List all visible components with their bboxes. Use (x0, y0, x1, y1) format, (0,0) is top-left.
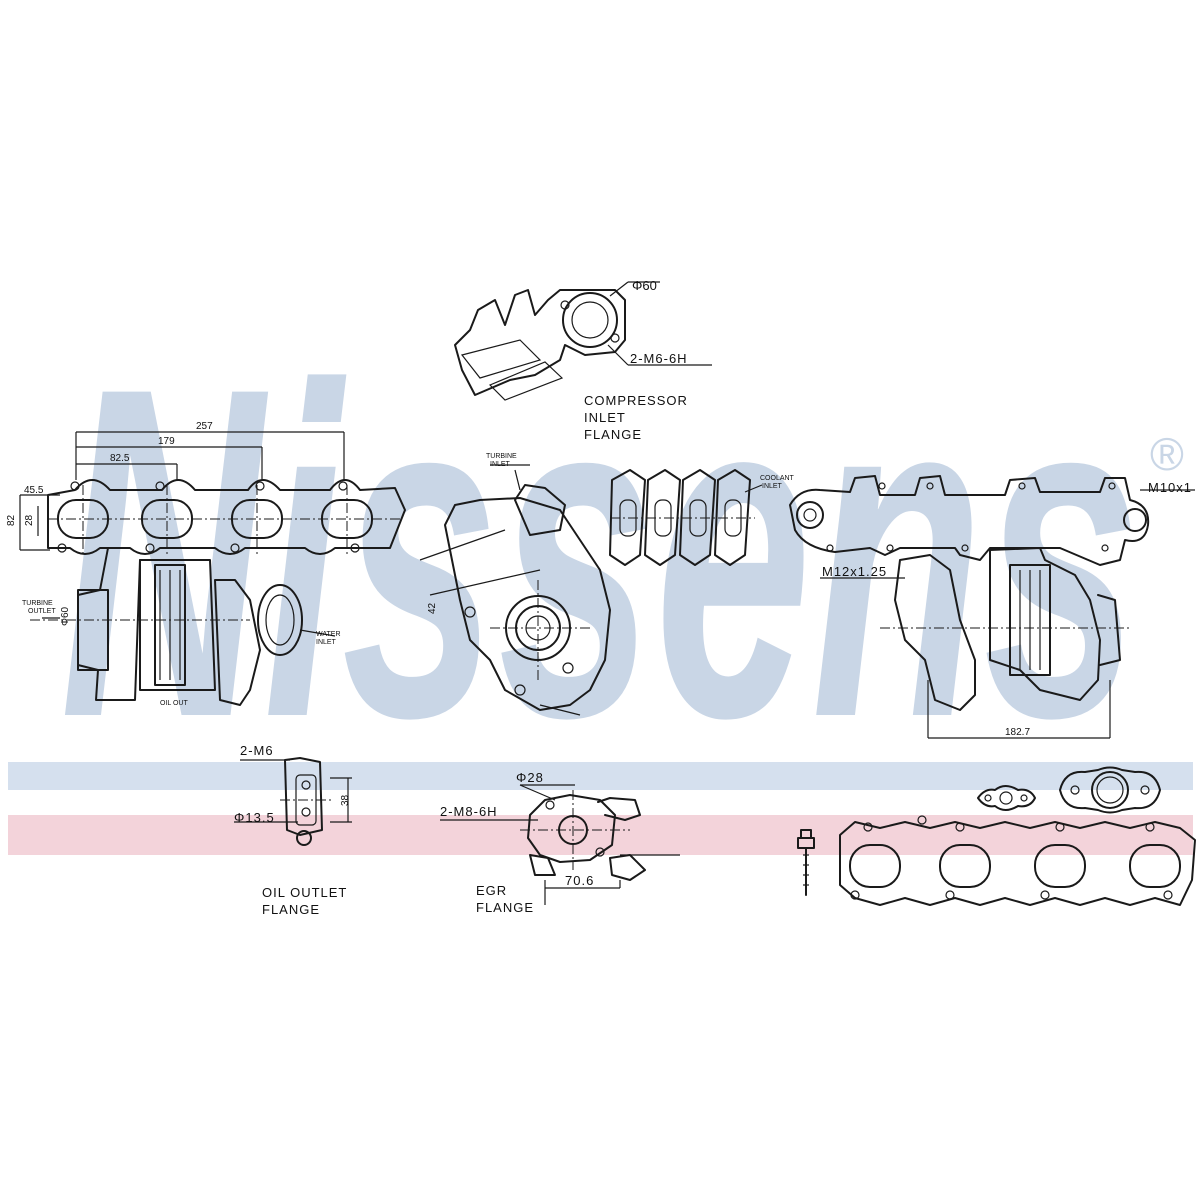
compressor-inlet-flange-view (454, 281, 712, 401)
gasket-kit-view (797, 766, 1196, 906)
dim-egr-threads: 2-M8-6H (440, 804, 498, 819)
dim-182-7: 182.7 (1005, 727, 1030, 738)
side-view-center (419, 464, 611, 716)
dim-oil-threads: 2-M6 (240, 743, 274, 758)
callout-turbine-inlet-2: INLET (490, 461, 511, 468)
dim-m10: M10x1 (1148, 480, 1192, 495)
label-compressor-inlet-3: FLANGE (584, 427, 642, 442)
callout-coolant-inlet-1: COOLANT (760, 475, 795, 482)
dim-egr-dia: Φ28 (516, 770, 544, 785)
egr-flange-view (440, 784, 680, 905)
dim-45-5: 45.5 (24, 485, 44, 496)
label-oil-outlet-2: FLANGE (262, 902, 320, 917)
dim-257: 257 (196, 421, 213, 432)
callout-coolant-inlet-2: INLET (762, 483, 783, 490)
label-compressor-inlet-2: INLET (584, 410, 626, 425)
callout-turbine-outlet-2: OUTLET (28, 608, 56, 615)
dim-compressor-threads: 2-M6-6H (630, 351, 688, 366)
callout-oil-out: OIL OUT (160, 700, 188, 707)
callout-turbine-outlet-1: TURBINE (22, 600, 53, 607)
dim-82-5: 82.5 (110, 453, 130, 464)
front-view-turbine-flange (19, 431, 406, 706)
callout-water-inlet-2: INLET (316, 639, 337, 646)
dim-oil-dia: Φ13.5 (234, 810, 275, 825)
label-egr-1: EGR (476, 883, 507, 898)
watermark-band-pink (8, 815, 1193, 855)
label-egr-2: FLANGE (476, 900, 534, 915)
dim-compressor-dia: Φ60 (632, 278, 657, 293)
dim-egr-width: 70.6 (565, 873, 594, 888)
rear-view-manifold (789, 475, 1195, 739)
dim-m12: M12x1.25 (822, 564, 887, 579)
watermark-band-blue (8, 762, 1193, 790)
dim-179: 179 (158, 436, 175, 447)
dim-42: 42 (427, 602, 438, 614)
callout-turbine-inlet-1: TURBINE (486, 453, 517, 460)
label-oil-outlet-1: OIL OUTLET (262, 885, 347, 900)
dim-outlet-dia: Φ60 (60, 606, 71, 626)
watermark-brand: Nissens (60, 290, 1140, 815)
callout-water-inlet-1: WATER (316, 631, 341, 638)
dim-82: 82 (6, 514, 17, 526)
gasket-stack-view (609, 469, 763, 566)
dim-oil-height: 38 (340, 794, 351, 806)
label-compressor-inlet-1: COMPRESSOR (584, 393, 688, 408)
dim-28: 28 (24, 514, 35, 526)
oil-outlet-flange-view (234, 757, 352, 846)
watermark-registered-mark: ® (1150, 428, 1184, 480)
